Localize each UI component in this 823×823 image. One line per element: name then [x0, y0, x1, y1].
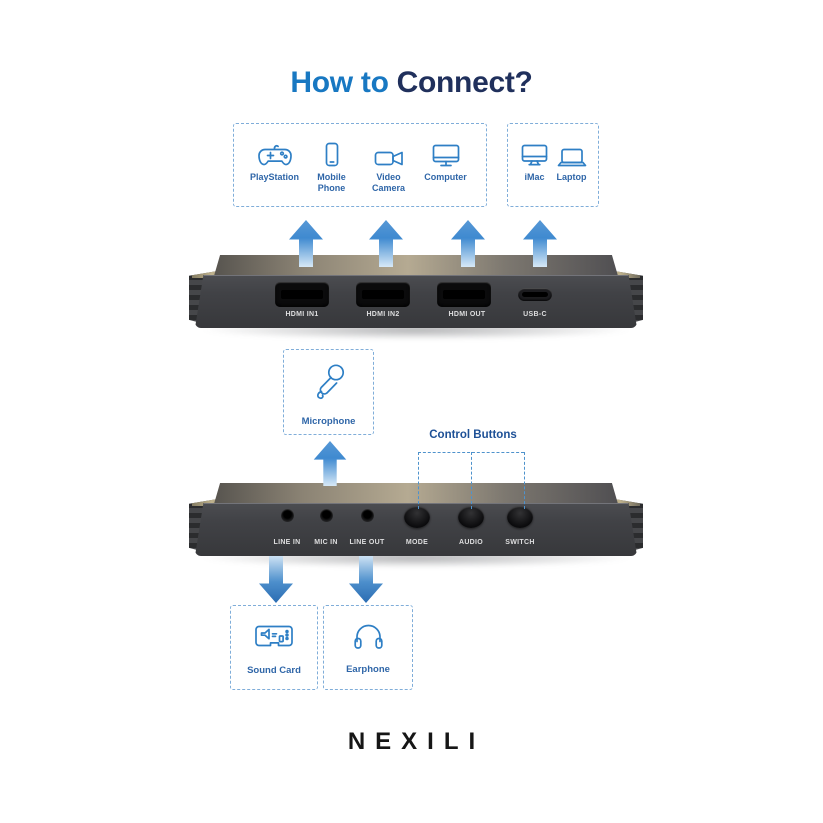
- source-label: Video Camera: [371, 172, 406, 194]
- source-label: PlayStation: [249, 172, 299, 182]
- jack-label: LINE OUT: [349, 539, 385, 546]
- page-title-part2: Connect?: [388, 66, 533, 99]
- laptop-icon: [557, 140, 587, 167]
- sound-card-label: Sound Card: [247, 664, 301, 676]
- sound-card-icon: [253, 623, 295, 657]
- arm-top-cap: [600, 270, 640, 278]
- button-label: SWITCH: [505, 539, 535, 546]
- up-arrow-icon: [313, 441, 347, 486]
- down-arrow-icon: [349, 556, 383, 603]
- line-out-jack: [361, 509, 374, 522]
- hdmi-slot: [281, 290, 323, 299]
- arm-top-cap: [192, 270, 232, 278]
- output-label: iMac: [524, 172, 545, 182]
- arm-top-cap: [192, 498, 232, 506]
- page-title: How to Connect?: [0, 66, 823, 100]
- mobile-phone-icon: [325, 140, 339, 167]
- source-item-video-camera: Video Camera: [360, 140, 417, 195]
- output-devices-box: iMac Laptop: [507, 123, 599, 207]
- source-item-mobile-phone: Mobile Phone: [303, 140, 360, 195]
- bracket-line-audio: [471, 452, 472, 509]
- jack-label: MIC IN: [314, 539, 338, 546]
- down-arrow-icon: [259, 556, 293, 603]
- usb-c-port: [518, 288, 552, 301]
- bracket-line-mode: [418, 452, 419, 509]
- sound-card-box: Sound Card: [230, 605, 318, 690]
- audio-button: [458, 506, 484, 528]
- port-label: USB-C: [523, 311, 547, 318]
- microphone-box: Microphone: [283, 349, 374, 435]
- hdmi-in2-port: [356, 282, 410, 307]
- capture-card-front-view: LINE IN MIC IN LINE OUT MODE AUDIO SWITC…: [189, 478, 643, 570]
- brand-logo: NEXILI: [347, 728, 486, 755]
- microphone-icon: [310, 361, 348, 408]
- mic-in-jack: [320, 509, 333, 522]
- control-buttons-label: Control Buttons: [429, 429, 517, 441]
- gamepad-icon: [257, 140, 292, 167]
- source-item-playstation: PlayStation: [246, 140, 303, 183]
- device-front-face: [195, 275, 637, 328]
- port-label: HDMI IN2: [366, 311, 400, 318]
- up-arrow-icon: [523, 220, 557, 267]
- output-label: Laptop: [556, 172, 587, 182]
- hdmi-slot: [443, 290, 485, 299]
- bracket-line-switch: [524, 452, 525, 509]
- device-top-surface: [214, 483, 618, 504]
- mode-button: [404, 506, 430, 528]
- up-arrow-icon: [451, 220, 485, 267]
- device-top-surface: [214, 255, 618, 276]
- video-camera-icon: [374, 140, 404, 167]
- arm-top-cap: [600, 498, 640, 506]
- source-label: Computer: [424, 172, 467, 182]
- jack-label: LINE IN: [273, 539, 301, 546]
- source-item-computer: Computer: [417, 140, 474, 183]
- capture-card-rear-view: HDMI IN1 HDMI IN2 HDMI OUT USB-C: [189, 250, 643, 342]
- port-label: HDMI OUT: [448, 311, 486, 318]
- up-arrow-icon: [289, 220, 323, 267]
- output-item-laptop: Laptop: [553, 140, 590, 183]
- computer-icon: [432, 140, 460, 167]
- button-label: MODE: [405, 539, 429, 546]
- button-label: AUDIO: [458, 539, 484, 546]
- line-in-jack: [281, 509, 294, 522]
- headphones-icon: [353, 623, 384, 656]
- page-title-part1: How to: [290, 66, 389, 99]
- source-label: Mobile Phone: [317, 172, 346, 194]
- usb-c-slot: [522, 292, 548, 297]
- switch-button: [507, 506, 533, 528]
- earphone-box: Earphone: [323, 605, 413, 690]
- output-item-imac: iMac: [516, 140, 553, 183]
- up-arrow-icon: [369, 220, 403, 267]
- input-sources-box: PlayStation Mobile Phone Video Camera: [233, 123, 487, 207]
- hdmi-in1-port: [275, 282, 329, 307]
- earphone-label: Earphone: [346, 664, 390, 676]
- hdmi-out-port: [437, 282, 491, 307]
- imac-icon: [521, 140, 548, 167]
- port-label: HDMI IN1: [285, 311, 319, 318]
- hdmi-slot: [362, 290, 404, 299]
- microphone-label: Microphone: [301, 415, 356, 427]
